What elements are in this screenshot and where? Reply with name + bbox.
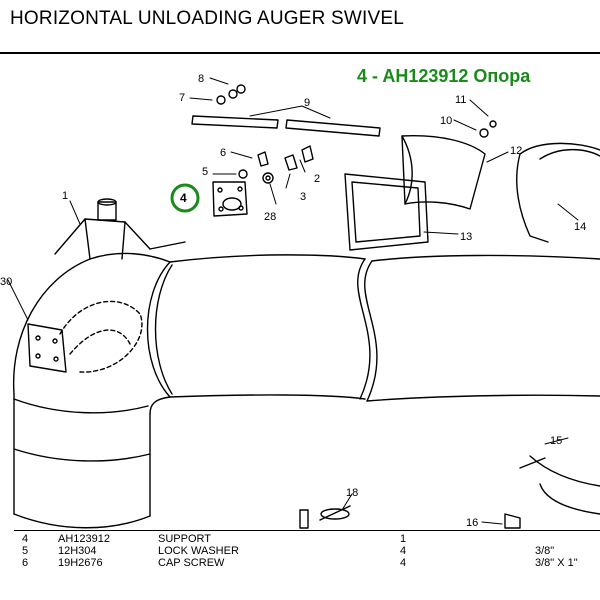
callout-6: 6	[220, 147, 226, 159]
callout-8: 8	[198, 73, 204, 85]
straps-9	[191, 115, 381, 137]
callout-2: 2	[314, 173, 320, 185]
exploded-parts-diagram: 1 2 3 4 5 6 7 8 9 10 11 12 13 14 15 16 1…	[0, 73, 600, 529]
page-title: HORIZONTAL UNLOADING AUGER SWIVEL	[10, 8, 405, 29]
callout-3: 3	[300, 191, 306, 203]
band-14	[516, 142, 600, 243]
clamp-15	[504, 455, 600, 529]
elbow-housing	[12, 198, 186, 529]
callout-30: 30	[0, 276, 12, 288]
callout-15: 15	[550, 435, 562, 447]
support-part-4	[212, 181, 248, 217]
callout-12: 12	[510, 145, 522, 157]
callout-28: 28	[264, 211, 276, 223]
callout-numbers: 1 2 3 4 5 6 7 8 9 10 11 12 13 14 15 16 1…	[0, 73, 586, 529]
callout-5: 5	[202, 166, 208, 178]
callout-13: 13	[460, 231, 472, 243]
fasteners	[216, 84, 497, 184]
highlight-circle	[170, 183, 200, 213]
callout-1: 1	[62, 190, 68, 202]
shield-12	[401, 134, 486, 210]
callout-7: 7	[179, 92, 185, 104]
pin-18	[299, 505, 351, 529]
table-row: 4 AH123912 SUPPORT 1	[22, 533, 407, 545]
table-top-rule	[14, 530, 600, 531]
callout-11: 11	[455, 94, 466, 106]
highlighted-part-label: 4 - AH123912 Опора	[357, 66, 531, 86]
callout-14: 14	[574, 221, 586, 233]
callout-4: 4	[180, 191, 187, 205]
auger-tube	[146, 254, 600, 402]
guard-13	[344, 173, 429, 251]
table-row: 5 12H304 LOCK WASHER 4 3/8"	[22, 545, 555, 557]
callout-18: 18	[346, 487, 358, 499]
callout-16: 16	[466, 517, 478, 529]
callout-10: 10	[440, 115, 452, 127]
callout-9: 9	[304, 97, 310, 109]
title-divider	[0, 52, 600, 54]
leader-lines	[7, 77, 579, 525]
table-row: 6 19H2676 CAP SCREW 4 3/8" X 1"	[22, 557, 578, 569]
